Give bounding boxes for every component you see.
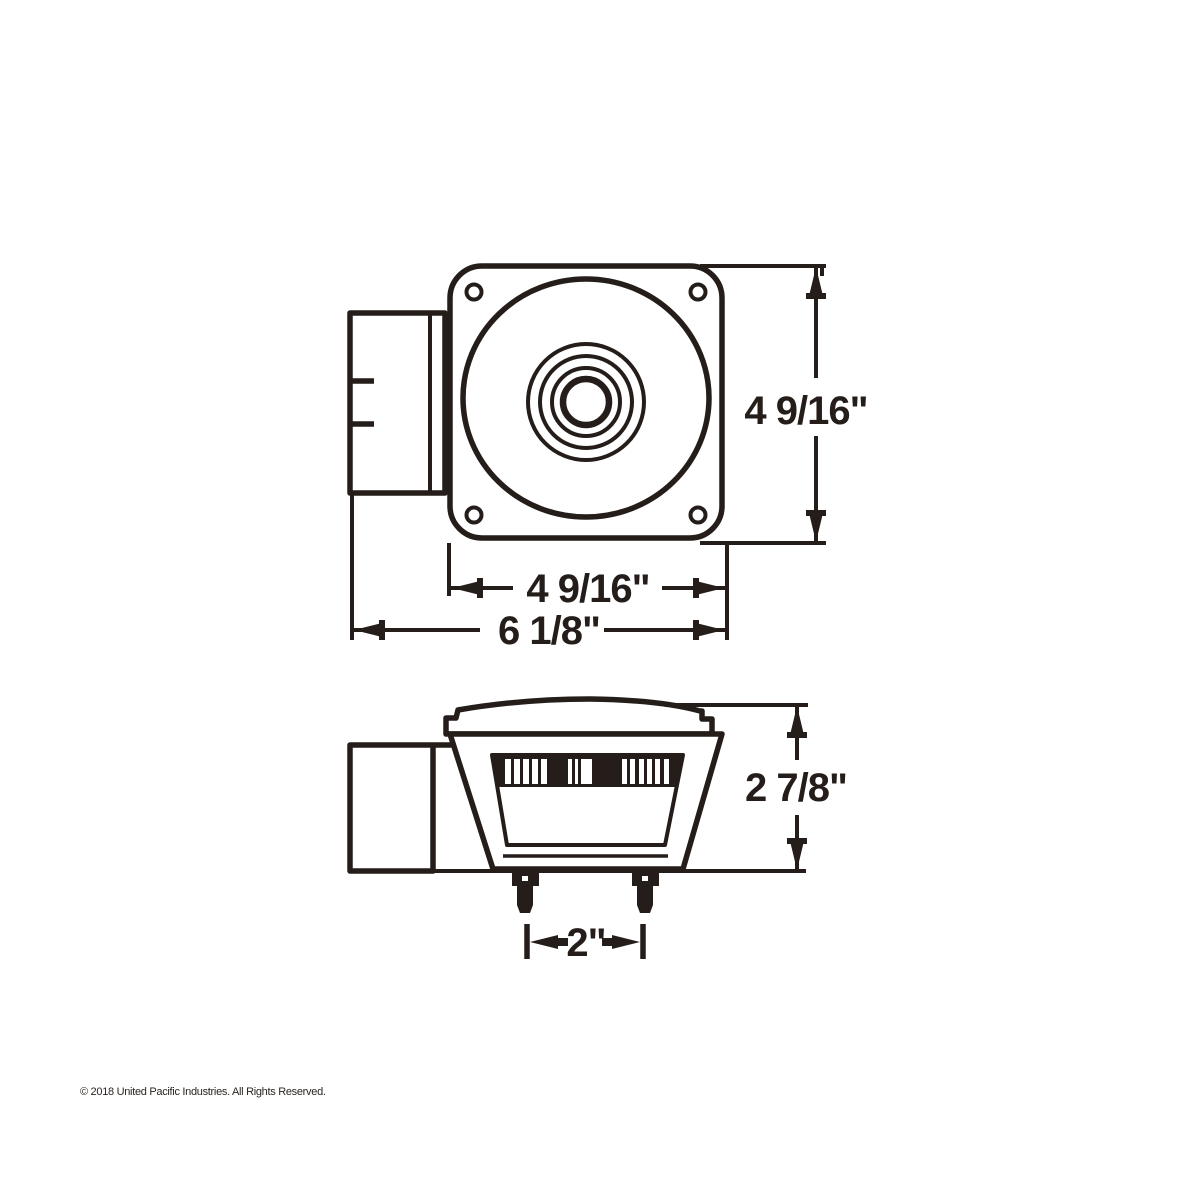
dim-label-side-height: 2 7/8" — [745, 766, 847, 810]
arrowhead-left-icon — [354, 623, 382, 637]
side-view-dimensions: 2 7/8" 2" — [524, 703, 848, 965]
dim-label-front-height: 4 9/16" — [744, 389, 867, 433]
screw-hole-bottom-left — [464, 505, 484, 525]
arrowhead-down-icon — [790, 841, 804, 870]
mounting-stud-left — [512, 872, 539, 913]
lens-ring-outer — [526, 342, 646, 462]
lens-ring-inner — [559, 375, 613, 429]
arrowhead-down-icon — [809, 513, 823, 542]
lens-ring-3 — [550, 366, 622, 438]
screw-hole-bottom-right — [688, 505, 708, 525]
arrowhead-up-icon — [790, 706, 804, 735]
arrowhead-right-icon — [696, 623, 724, 637]
arrowhead-left-icon — [452, 581, 480, 595]
arrowhead-left-icon — [530, 935, 558, 949]
front-view — [347, 263, 725, 541]
dim-label-lens-width: 4 9/16" — [526, 567, 649, 611]
dim-label-total-width: 6 1/8" — [498, 609, 600, 653]
arrow-barb — [693, 620, 699, 640]
side-lens-cap — [443, 696, 715, 737]
side-bracket — [347, 742, 436, 874]
arrow-barb — [806, 293, 826, 299]
arrowhead-right-icon — [612, 935, 640, 949]
side-reflector-slits — [505, 759, 669, 784]
arrow-barb — [602, 938, 614, 946]
arrow-barb — [787, 732, 807, 738]
arrow-barb — [693, 578, 699, 598]
dim-label-stud-spacing: 2" — [566, 921, 605, 965]
lens-ring-2 — [538, 354, 634, 450]
screw-hole-top-right — [688, 282, 708, 302]
arrow-barb — [556, 938, 568, 946]
front-view-dimensions: 4 9/16" 4 9/16" 6 1/8" — [350, 264, 869, 653]
front-lens-dome — [460, 276, 712, 520]
arrow-barb — [787, 838, 807, 844]
mounting-stud-right — [632, 872, 659, 913]
arrow-barb — [379, 620, 385, 640]
arrow-barb — [477, 578, 483, 598]
arrow-barb — [806, 510, 826, 516]
arrowhead-right-icon — [696, 581, 724, 595]
copyright-text: © 2018 United Pacific Industries. All Ri… — [80, 1086, 326, 1098]
screw-hole-top-left — [464, 282, 484, 302]
arrowhead-up-icon — [809, 267, 823, 296]
side-view — [347, 696, 806, 913]
